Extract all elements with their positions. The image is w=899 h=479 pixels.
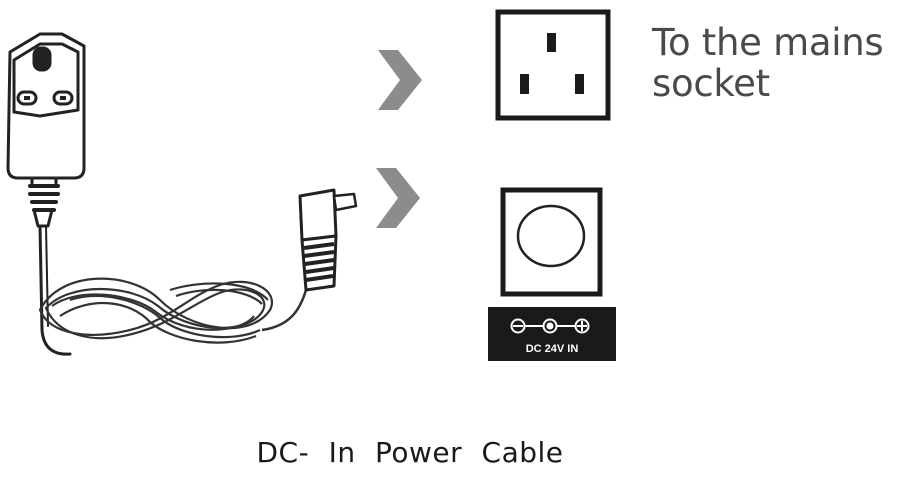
dc-plug — [298, 188, 358, 292]
mains-label-line-2: socket — [652, 62, 770, 105]
polarity-symbol-icon — [510, 318, 590, 334]
mains-label-line-1: To the mains — [652, 21, 884, 64]
power-adapter-icon — [6, 32, 86, 356]
diagram-caption: DC- In Power Cable — [256, 436, 564, 469]
coiled-cable — [38, 261, 314, 344]
arrow-right-icon — [376, 168, 420, 228]
mains-socket-label: To the mains socket — [652, 22, 892, 104]
uk-mains-socket-icon — [495, 9, 611, 121]
dc-input-label: DC 24V IN — [526, 343, 579, 355]
dc-jack-icon — [500, 187, 603, 297]
dc-input-panel: DC 24V IN — [488, 307, 616, 361]
arrow-right-icon — [378, 50, 422, 110]
